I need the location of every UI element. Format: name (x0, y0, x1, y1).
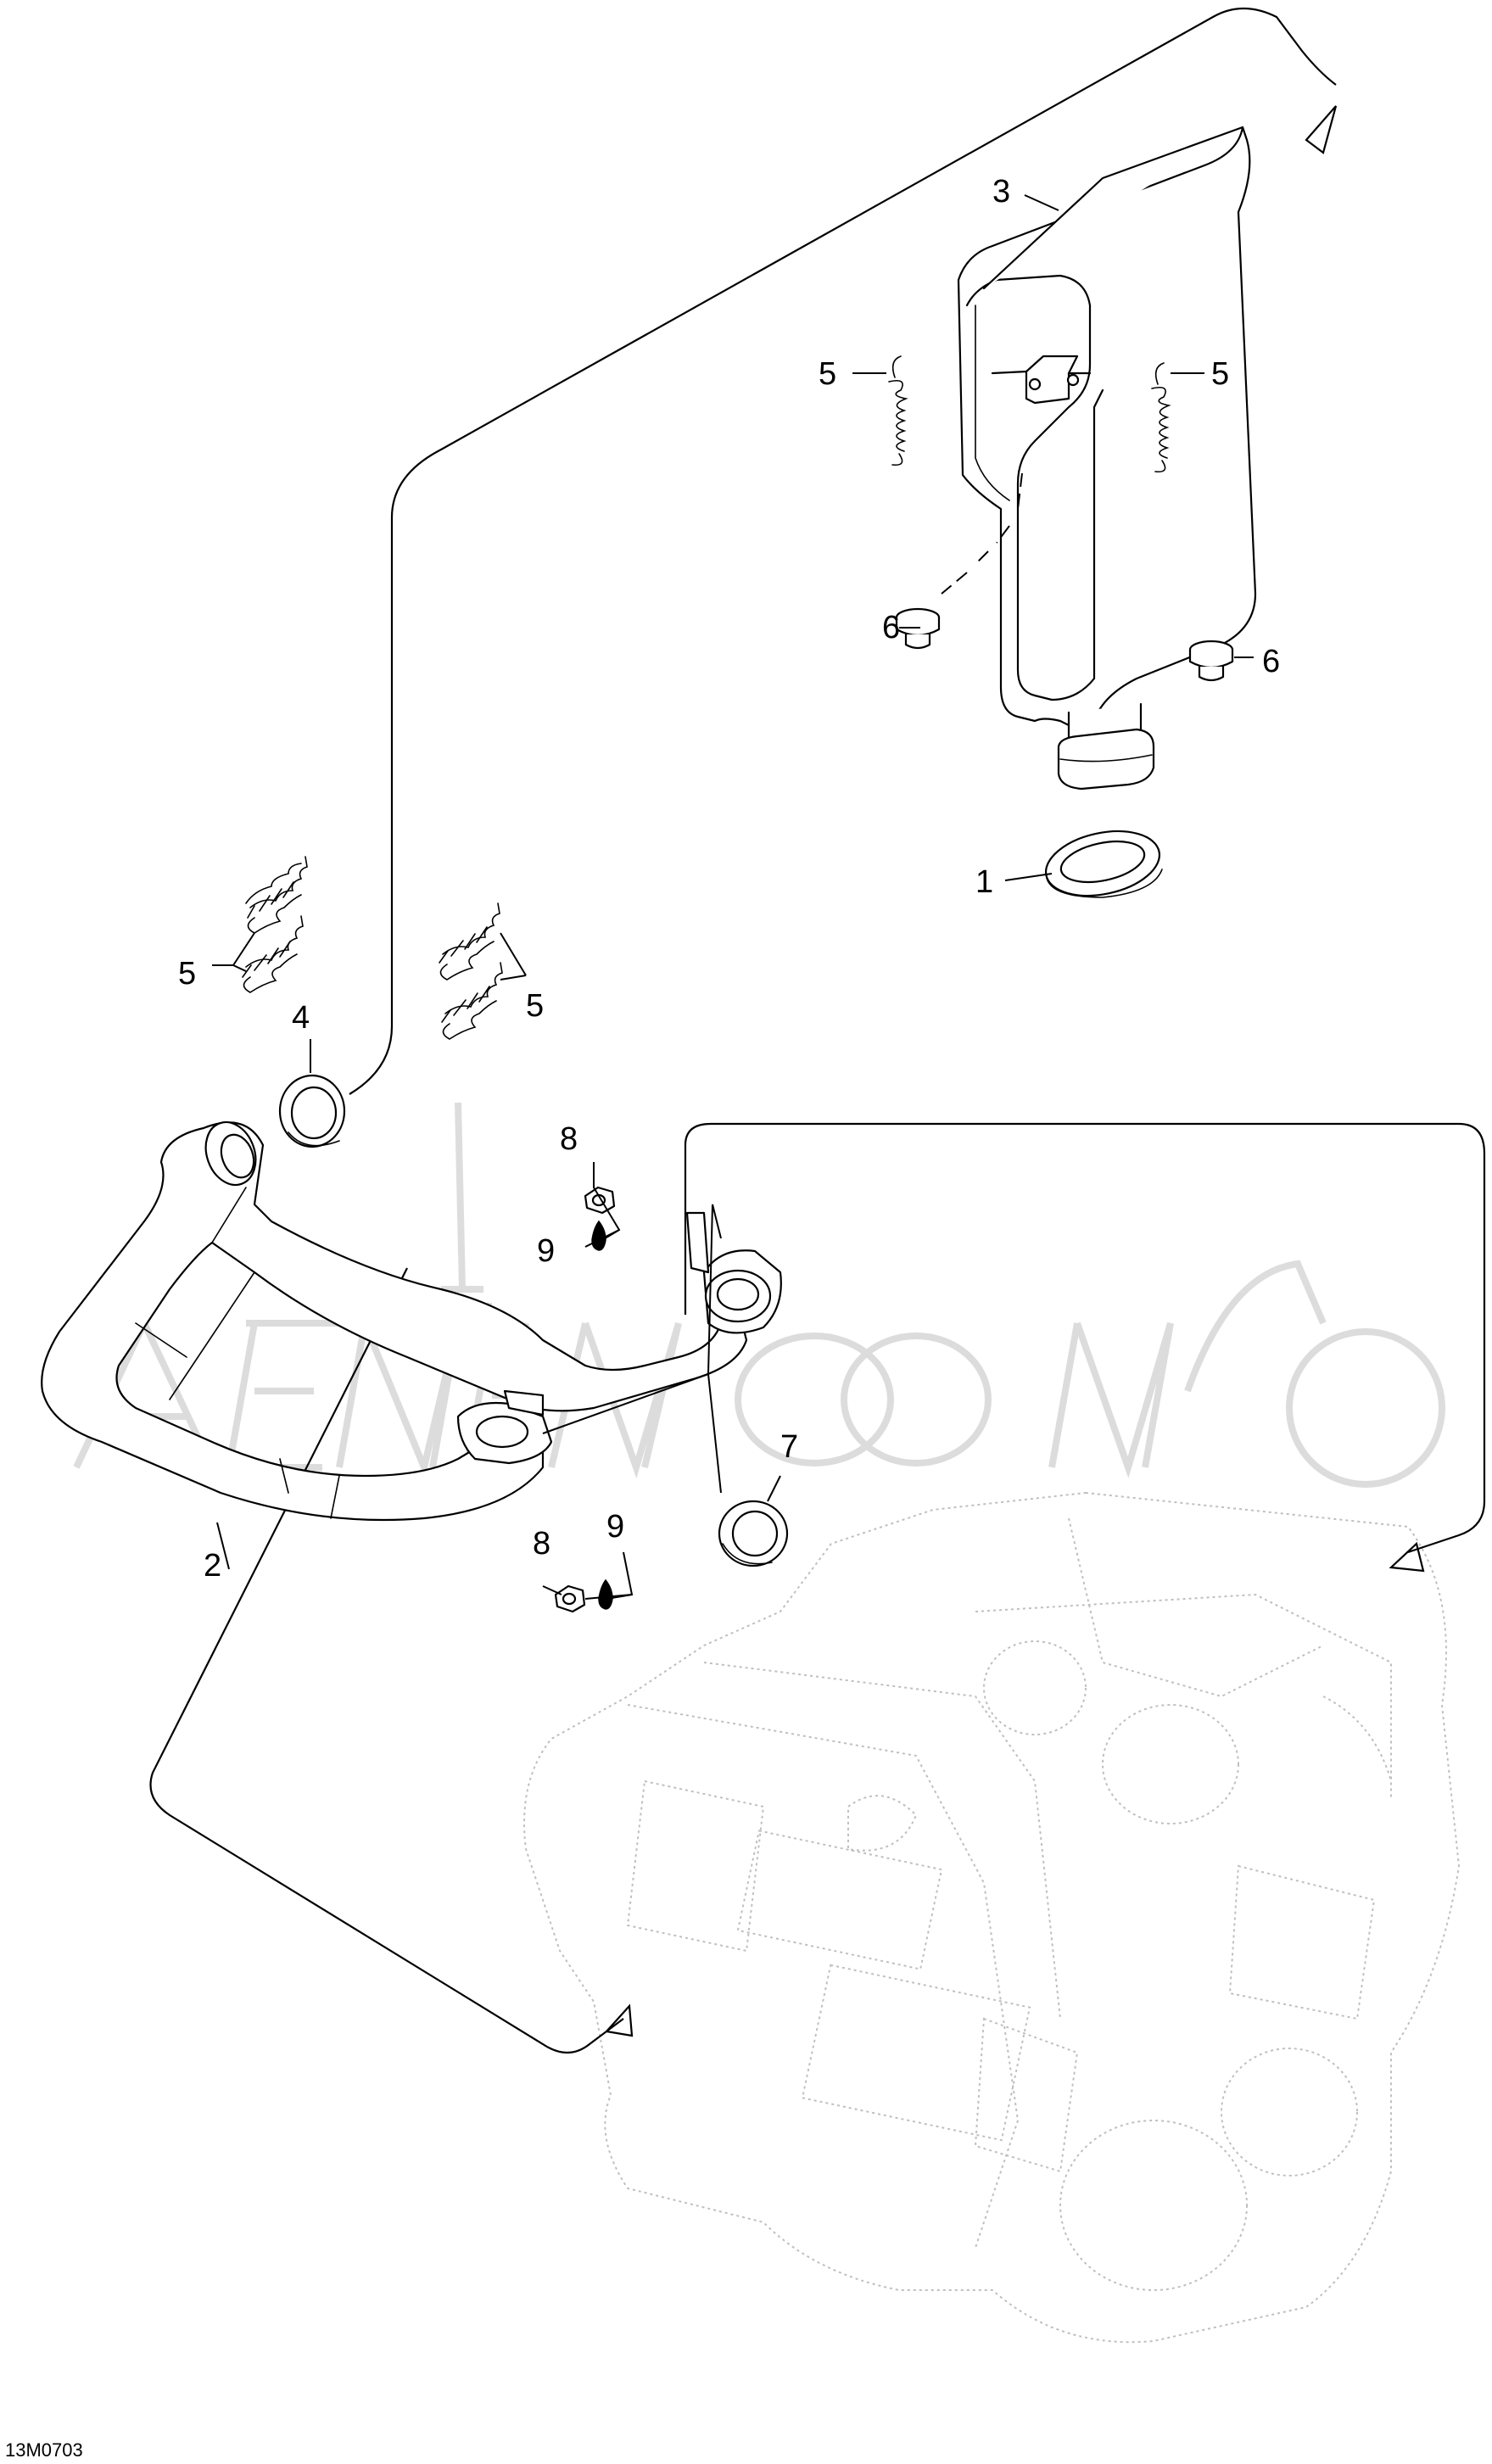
callout-2: 2 (204, 1548, 221, 1584)
nut-8-lower (554, 1584, 586, 1613)
gasket-muffler (1044, 830, 1163, 898)
engine-routing-arrow-bottom (604, 2003, 634, 2037)
callout-4: 4 (292, 1000, 310, 1036)
muffler-routing-line (349, 7, 1337, 1095)
muffler-spring-left (888, 355, 908, 467)
rubber-mount-right (1188, 640, 1234, 682)
springs-left-group (242, 856, 308, 993)
callout-6-left: 6 (882, 610, 900, 645)
callout-8-upper: 8 (560, 1121, 578, 1157)
engine-routing-line-bottom (149, 1267, 624, 2054)
callout-9-upper: 9 (537, 1233, 555, 1269)
callout-7: 7 (780, 1429, 798, 1465)
callout-3: 3 (992, 174, 1010, 210)
washer-9-upper (591, 1220, 606, 1251)
gasket-4 (278, 1074, 346, 1148)
rubber-mount-left (895, 607, 941, 650)
callout-9-lower: 9 (606, 1509, 624, 1545)
callout-1: 1 (975, 864, 993, 900)
washer-9-lower (598, 1578, 613, 1610)
callout-5-left-group: 5 (178, 956, 196, 992)
nut-8-upper (584, 1186, 616, 1215)
leader-lines (212, 194, 1254, 1600)
muffler (941, 126, 1257, 791)
engine-routing-arrow-top (1389, 1541, 1425, 1573)
callout-5-right-group: 5 (526, 988, 544, 1024)
callout-6-right: 6 (1262, 644, 1280, 679)
callout-5-muffler-left: 5 (819, 356, 836, 392)
exhaust-header-pipe (41, 1120, 782, 1522)
gasket-7 (718, 1500, 789, 1567)
drawing-code: 13M0703 (5, 2439, 83, 2461)
callout-8-lower: 8 (533, 1526, 550, 1562)
callout-5-muffler-right: 5 (1211, 356, 1229, 392)
muffler-routing-arrow (1305, 105, 1338, 154)
muffler-spring-right (1151, 362, 1171, 473)
routing-lines (149, 7, 1486, 2054)
springs-right-group (439, 902, 503, 1040)
engine-routing-line-top (684, 1122, 1486, 1554)
engine-ghost (523, 1491, 1461, 2344)
callouts: 1 2 3 4 5 5 5 5 6 6 7 8 8 9 9 (178, 174, 1280, 1584)
